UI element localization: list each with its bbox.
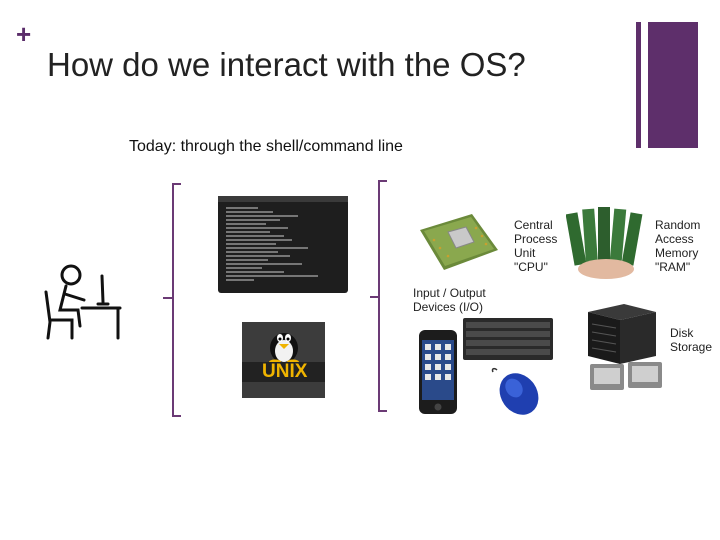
tux-penguin-icon	[269, 333, 299, 364]
person-at-computer-icon	[44, 264, 122, 340]
ram-label-line: Memory	[655, 246, 699, 260]
unix-logo: UNIX	[242, 322, 325, 398]
io-label: Input / Output Devices (I/O)	[413, 286, 486, 314]
ram-label-line: "RAM"	[655, 260, 691, 274]
unix-band	[242, 362, 325, 382]
mouse-image	[491, 367, 539, 415]
cpu-label: Central Process Unit "CPU"	[514, 218, 557, 274]
bracket-hardware-tick	[370, 296, 380, 298]
accent-bar-thin	[636, 22, 641, 148]
server-tower-image	[588, 304, 656, 364]
cpu-label-line: Unit	[514, 246, 536, 260]
plus-icon: +	[16, 19, 32, 49]
disk-label: Disk Storage	[670, 326, 712, 354]
keyboard-image	[463, 318, 553, 360]
bracket-shell-tick	[163, 297, 173, 299]
accent-bar-thick	[648, 22, 698, 148]
ram-label: Random Access Memory "RAM"	[655, 218, 700, 274]
disk-label-line: Disk	[670, 326, 694, 340]
cpu-label-line: Process	[514, 232, 558, 246]
ram-label-line: Random	[655, 218, 701, 232]
ram-label-line: Access	[655, 232, 694, 246]
ram-sticks-image	[566, 207, 643, 279]
io-label-line: Input / Output	[413, 286, 486, 300]
unix-text: UNIX	[262, 361, 308, 382]
bracket-shell	[172, 183, 181, 417]
slide-title: How do we interact with the OS?	[47, 46, 526, 83]
io-label-line: Devices (I/O)	[413, 300, 484, 314]
disk-label-line: Storage	[670, 340, 713, 354]
smartphone-image	[419, 330, 457, 414]
slide-subtitle: Today: through the shell/command line	[129, 138, 403, 155]
cpu-label-line: "CPU"	[514, 260, 548, 274]
hard-drives-image	[590, 362, 662, 390]
cpu-chip-image	[420, 214, 498, 270]
cpu-label-line: Central	[514, 218, 553, 232]
terminal-screenshot	[218, 196, 348, 293]
